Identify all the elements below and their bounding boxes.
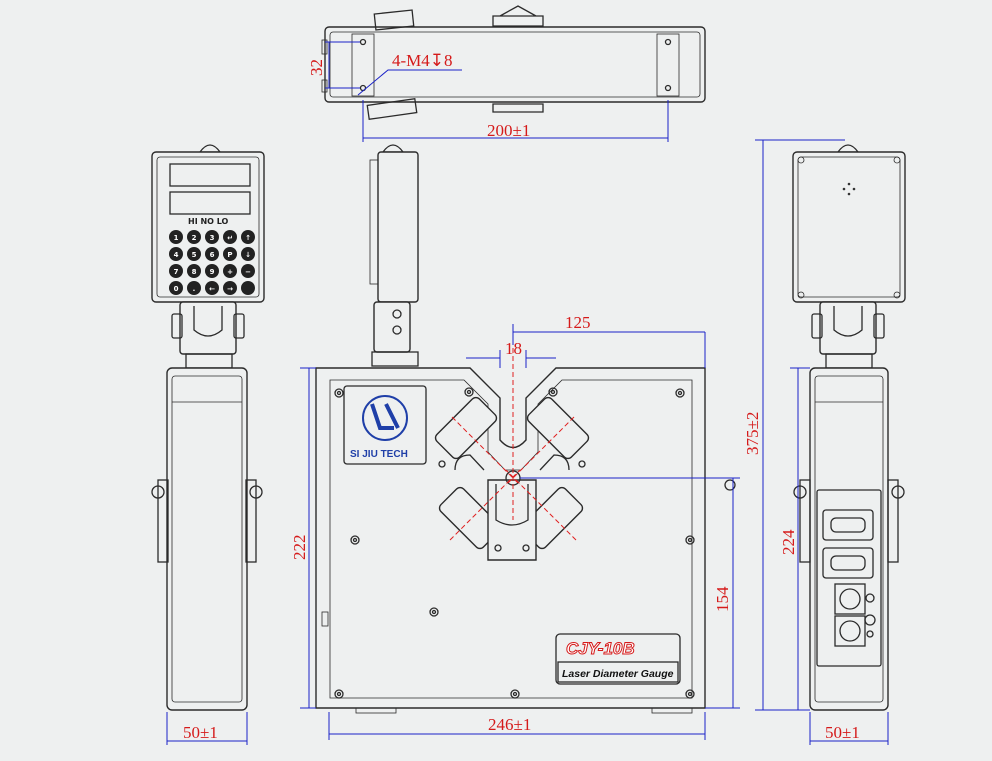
left-side-view: HI NO LO 1 2 3 ↵ ↑ 4 5 6 P ↓ 7 8 9 + − 0. ← → (151, 144, 265, 711)
keypad-key (223, 264, 237, 278)
dim-top-width: 200±1 (487, 121, 530, 140)
keypad-key (205, 247, 219, 261)
keypad-key-label: 2 (192, 234, 197, 242)
keypad-key (169, 264, 183, 278)
model-plate: CJY-10B Laser Diameter Gauge (555, 633, 681, 685)
top-view (321, 5, 706, 121)
keypad-key (169, 247, 183, 261)
keypad-key-label: 9 (210, 268, 215, 276)
keypad-key (205, 230, 219, 244)
db9-port-icon-2 (822, 547, 874, 579)
left-view-dimensions: 50±1 (166, 712, 248, 745)
keypad-key-label: . (193, 285, 196, 293)
keypad-key-label: ← (209, 285, 215, 293)
connector-panel (816, 489, 882, 667)
keypad-key (241, 230, 255, 244)
keypad-key-label: + (227, 268, 233, 276)
dim-front-height: 222 (290, 535, 309, 561)
mounting-bolts (334, 387, 736, 699)
keypad-key (169, 281, 183, 295)
dim-right-width: 50±1 (825, 723, 860, 742)
dim-left-width: 50±1 (183, 723, 218, 742)
keypad-key-label: 3 (210, 234, 215, 242)
front-view: SI JIU TECH CJY-10B Laser Diameter Gauge (315, 144, 736, 714)
keypad-key (223, 230, 237, 244)
brand-logo: SI JIU TECH (343, 385, 427, 465)
keypad-key-label: 8 (192, 268, 197, 276)
round-connector-icon (834, 583, 866, 615)
dim-right-height: 224 (779, 529, 798, 555)
keypad-key (241, 264, 255, 278)
keypad-key (187, 281, 201, 295)
dim-offset-18: 18 (505, 339, 522, 358)
keypad-key-label: ↵ (227, 234, 233, 242)
keypad-key-label: 1 (174, 234, 179, 242)
v-block-sensors (434, 396, 590, 561)
keypad-key (205, 281, 219, 295)
logo-mark-icon (370, 403, 400, 430)
keypad-key (241, 281, 255, 295)
laser-centerlines (449, 340, 577, 541)
keypad-key (187, 264, 201, 278)
top-view-dimensions: 32 4-M4↧8 200±1 (307, 41, 669, 142)
dim-thread-spec: 4-M4↧8 (392, 51, 453, 70)
keypad-key (205, 264, 219, 278)
speaker-grille-icon (842, 182, 856, 196)
keypad-key-label: 7 (174, 268, 179, 276)
product-name: Laser Diameter Gauge (562, 668, 674, 680)
keypad: 1 2 3 ↵ ↑ 4 5 6 P ↓ 7 8 9 + − 0. ← → (169, 230, 255, 295)
keypad-key-label: → (227, 285, 233, 293)
keypad-key (223, 281, 237, 295)
db9-port-icon (822, 509, 874, 541)
keypad-key-label: 6 (210, 251, 215, 259)
model-name: CJY-10B (566, 639, 635, 658)
right-view-dimensions: 375±2 224 50±1 (743, 139, 889, 745)
keypad-key-label: 4 (174, 251, 179, 259)
keypad-key (187, 247, 201, 261)
indicator-labels: HI NO LO (188, 217, 229, 226)
keypad-key (241, 247, 255, 261)
keypad-key-label: ↓ (245, 251, 251, 259)
dim-total-height: 375±2 (743, 412, 762, 455)
power-connector-icon (834, 615, 866, 647)
keypad-key-label: ↑ (245, 234, 251, 242)
dim-offset-125: 125 (565, 313, 591, 332)
keypad-key (187, 230, 201, 244)
brand-name: SI JIU TECH (350, 449, 408, 460)
keypad-key (169, 230, 183, 244)
keypad-key-label: 5 (192, 251, 197, 259)
dim-front-width: 246±1 (488, 715, 531, 734)
dim-center-height: 154 (713, 586, 732, 612)
right-side-view (792, 144, 906, 711)
keypad-key-label: − (245, 268, 251, 276)
keypad-key (223, 247, 237, 261)
front-view-dimensions: 125 18 222 154 246±1 (290, 313, 740, 740)
keypad-key-label: P (227, 251, 232, 259)
keypad-key-label: 0 (174, 285, 179, 293)
dim-top-height: 32 (307, 59, 326, 76)
